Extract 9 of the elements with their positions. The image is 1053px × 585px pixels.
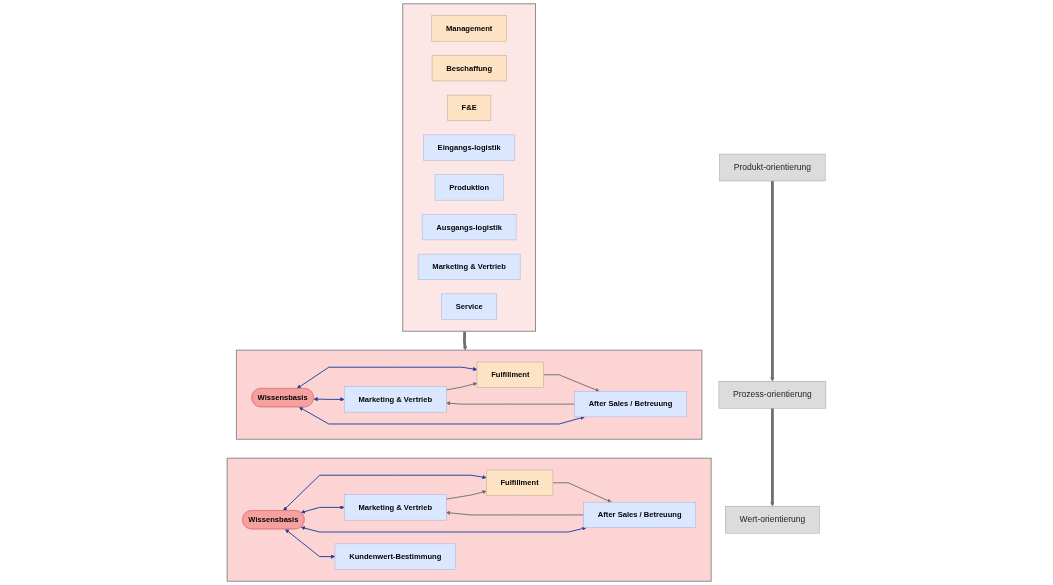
node-box: Wert-orientierung (725, 505, 820, 534)
cluster (402, 3, 536, 332)
node-box: Prozess-orientierung (718, 381, 827, 409)
cluster (226, 457, 712, 582)
arrow (462, 331, 467, 351)
cluster (235, 349, 703, 440)
arrow (770, 181, 775, 382)
arrow (770, 408, 775, 507)
node-box: Produkt-orientierung (719, 153, 826, 182)
